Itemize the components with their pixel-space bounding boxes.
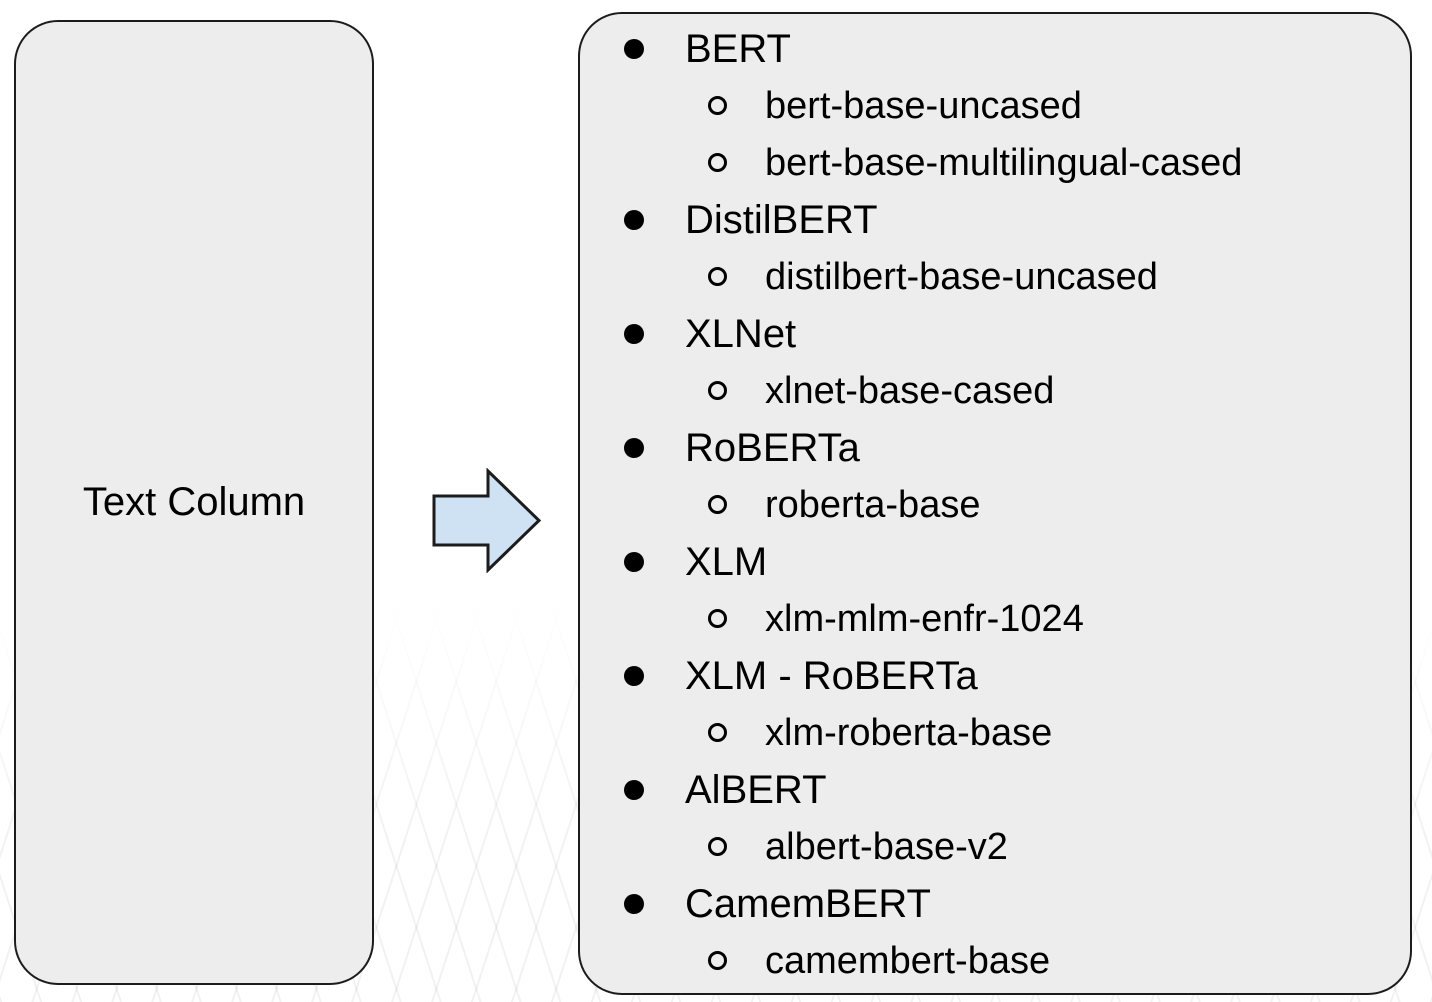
filled-bullet-icon (624, 893, 644, 914)
model-family-row: CamemBERT (624, 875, 1400, 932)
model-list: BERT bert-base-uncased bert-base-multiling… (580, 14, 1410, 989)
model-family-name: XLM - RoBERTa (685, 653, 978, 698)
model-variant-name: roberta-base (765, 483, 981, 526)
filled-bullet-icon (624, 209, 644, 230)
model-variant-row: distilbert-base-uncased (624, 248, 1400, 305)
model-family-name: XLM (685, 539, 768, 584)
hollow-bullet-icon (708, 96, 727, 115)
model-family-name: XLNet (685, 311, 797, 356)
model-family-name: CamemBERT (685, 881, 931, 926)
model-list-box: BERT bert-base-uncased bert-base-multiling… (578, 12, 1412, 995)
model-family-name: DistilBERT (685, 197, 878, 242)
model-variant-row: bert-base-multilingual-cased (624, 134, 1400, 191)
text-column-box: Text Column (14, 20, 374, 985)
model-family-row: XLM (624, 533, 1400, 590)
filled-bullet-icon (624, 665, 644, 686)
model-family-row: XLM - RoBERTa (624, 647, 1400, 704)
model-family-row: DistilBERT (624, 191, 1400, 248)
model-variant-name: xlm-roberta-base (765, 711, 1053, 754)
hollow-bullet-icon (708, 609, 727, 628)
model-variant-row: albert-base-v2 (624, 818, 1400, 875)
model-variant-name: bert-base-uncased (765, 84, 1082, 127)
model-family-name: BERT (685, 26, 791, 71)
right-arrow-icon (432, 468, 542, 573)
hollow-bullet-icon (708, 381, 727, 400)
model-variant-name: distilbert-base-uncased (765, 255, 1158, 298)
hollow-bullet-icon (708, 723, 727, 742)
hollow-bullet-icon (708, 153, 727, 172)
model-variant-name: bert-base-multilingual-cased (765, 141, 1243, 184)
filled-bullet-icon (624, 323, 644, 344)
model-variant-name: albert-base-v2 (765, 825, 1008, 868)
filled-bullet-icon (624, 38, 644, 59)
model-variant-name: camembert-base (765, 939, 1051, 982)
model-family-row: XLNet (624, 305, 1400, 362)
model-variant-row: xlm-roberta-base (624, 704, 1400, 761)
model-family-row: AlBERT (624, 761, 1400, 818)
hollow-bullet-icon (708, 495, 727, 514)
model-family-row: RoBERTa (624, 419, 1400, 476)
model-variant-row: camembert-base (624, 932, 1400, 989)
model-family-row: BERT (624, 20, 1400, 77)
filled-bullet-icon (624, 779, 644, 800)
filled-bullet-icon (624, 551, 644, 572)
model-variant-row: xlnet-base-cased (624, 362, 1400, 419)
model-variant-row: roberta-base (624, 476, 1400, 533)
model-variant-row: xlm-mlm-enfr-1024 (624, 590, 1400, 647)
model-family-name: AlBERT (685, 767, 827, 812)
filled-bullet-icon (624, 437, 644, 458)
model-variant-row: bert-base-uncased (624, 77, 1400, 134)
model-variant-name: xlnet-base-cased (765, 369, 1055, 412)
hollow-bullet-icon (708, 951, 727, 970)
text-column-label: Text Column (82, 480, 306, 524)
model-family-name: RoBERTa (685, 425, 860, 470)
hollow-bullet-icon (708, 267, 727, 286)
model-variant-name: xlm-mlm-enfr-1024 (765, 597, 1084, 640)
hollow-bullet-icon (708, 837, 727, 856)
